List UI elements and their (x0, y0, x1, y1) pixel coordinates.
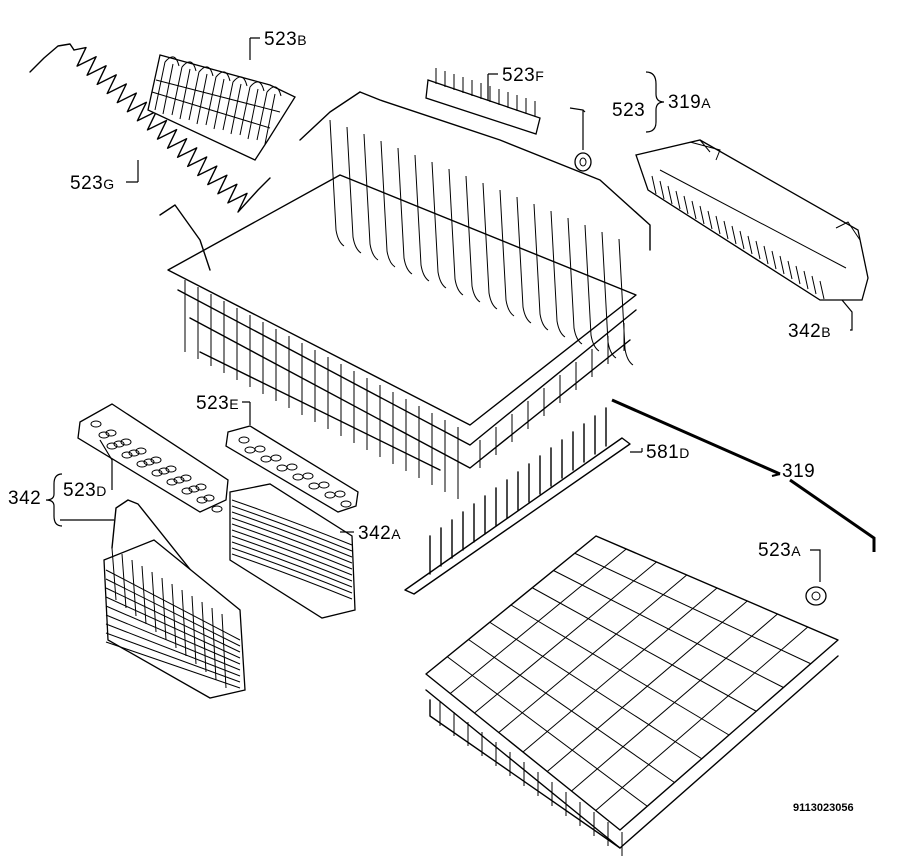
label-523a: 523A (758, 540, 802, 561)
label-342: 342 (8, 488, 42, 509)
part-523-wheel (574, 115, 592, 172)
label-523: 523 (612, 100, 646, 121)
label-523f: 523F (502, 65, 545, 86)
label-342a: 342A (358, 523, 402, 544)
upper-basket (159, 91, 651, 499)
part-523b-clip-rack (147, 54, 296, 161)
label-342b: 342B (788, 321, 832, 342)
lower-basket (425, 535, 839, 856)
part-523g-wavy-wire (29, 43, 271, 213)
label-581d: 581D (646, 442, 690, 463)
label-523d: 523D (63, 480, 107, 501)
label-319a: 319A (668, 92, 712, 113)
part-523a-wheel (805, 586, 827, 606)
leader-lines (45, 37, 876, 582)
part-342-cutlery-basket (103, 499, 246, 699)
part-581d-tine-row (404, 407, 631, 595)
part-523d-insert (77, 403, 229, 513)
part-342a-cutlery-basket (229, 483, 356, 619)
part-523f-comb (425, 68, 541, 135)
label-523g: 523G (70, 173, 115, 194)
part-342b-cutlery-tray (635, 139, 869, 301)
label-523b: 523B (264, 29, 308, 50)
label-523e: 523E (196, 393, 240, 414)
part-523e-insert (225, 425, 359, 513)
document-id: 9113023056 (793, 802, 854, 814)
label-319: 319 (782, 461, 816, 482)
